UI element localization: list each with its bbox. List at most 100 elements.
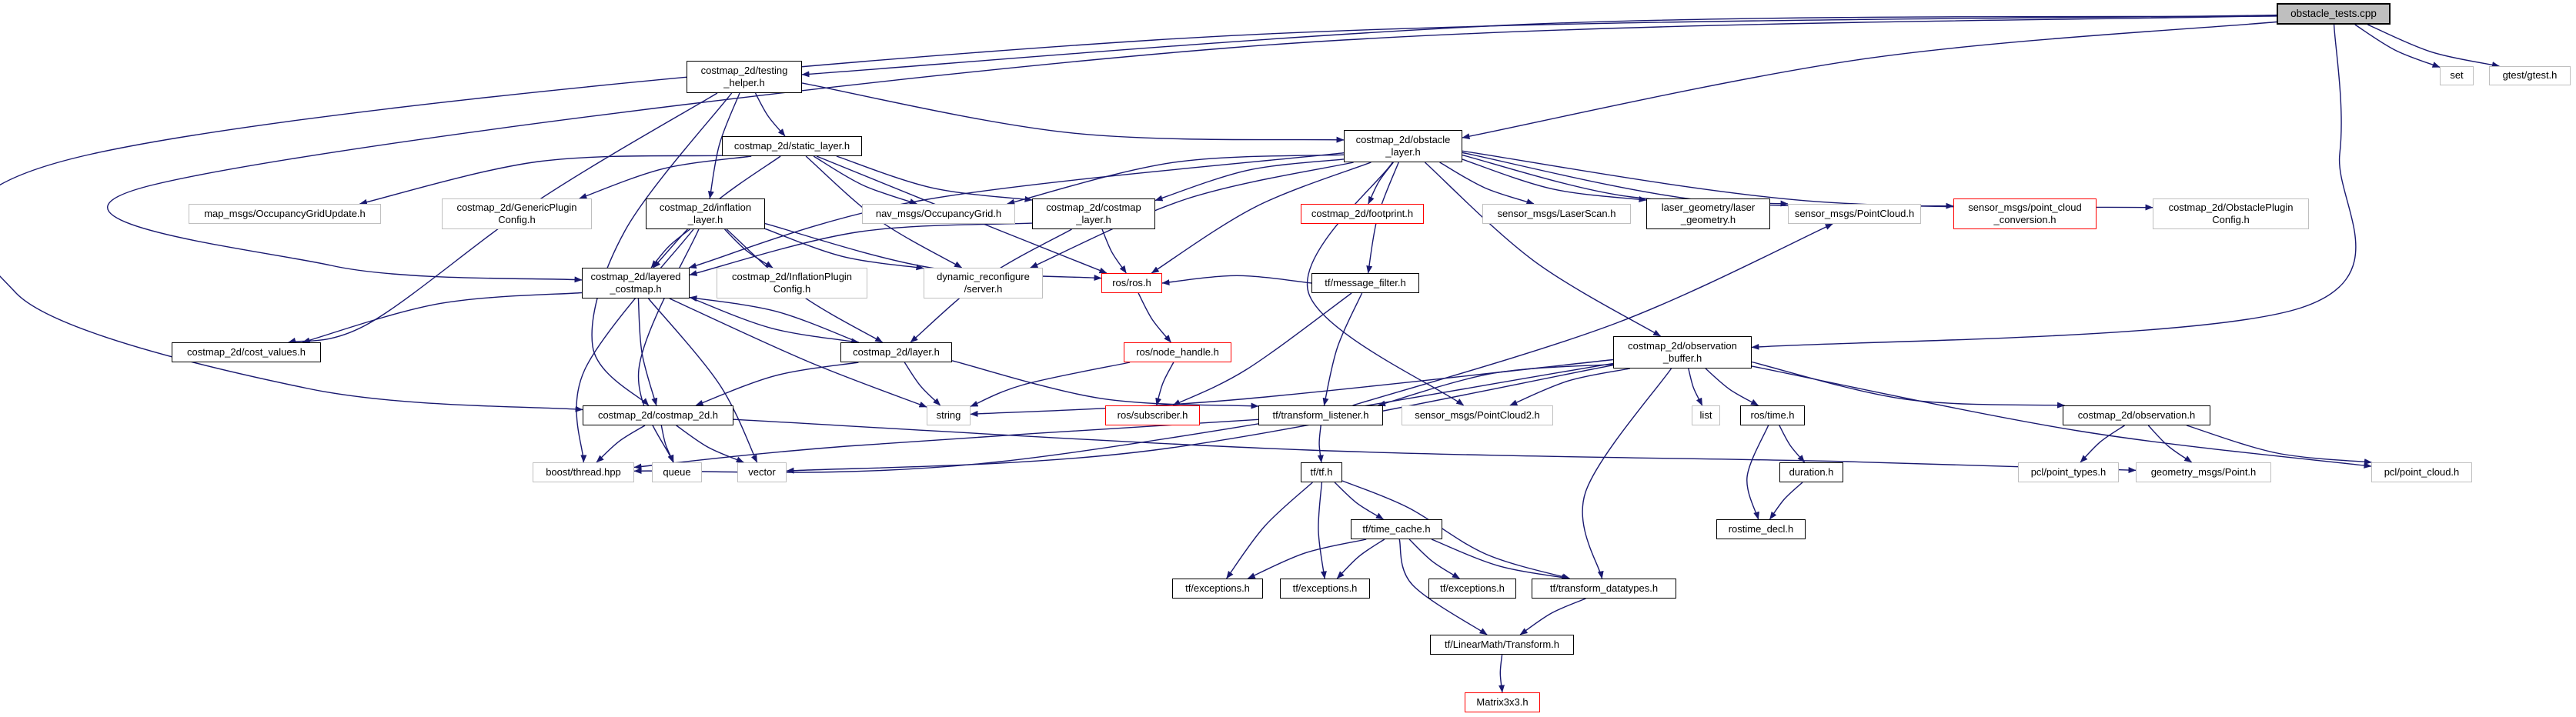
graph-edge-nodehandle-to-string bbox=[970, 362, 1131, 407]
node-rostime[interactable]: ros/time.h bbox=[1740, 405, 1805, 425]
node-obstacle[interactable]: costmap_2d/obstacle_layer.h bbox=[1344, 130, 1462, 162]
graph-edge-obstacle-to-obsbuffer bbox=[1424, 162, 1662, 337]
graph-edge-observation-to-pcltypes bbox=[2080, 425, 2125, 463]
node-layer[interactable]: costmap_2d/layer.h bbox=[840, 342, 952, 362]
node-lasergeom[interactable]: laser_geometry/laser_geometry.h bbox=[1646, 198, 1770, 229]
graph-edge-obsbuffer-to-tflistener bbox=[1378, 364, 1614, 407]
node-lintransform[interactable]: tf/LinearMath/Transform.h bbox=[1430, 635, 1574, 655]
graph-edge-obsbuffer-to-boost bbox=[633, 362, 1614, 475]
node-set: set bbox=[2440, 66, 2474, 85]
node-label-line: sensor_msgs/point_cloud bbox=[1968, 201, 2082, 213]
node-label-line: costmap_2d/footprint.h bbox=[1311, 207, 1414, 219]
node-testing[interactable]: costmap_2d/testing_helper.h bbox=[687, 61, 802, 93]
graph-edge-costmaplayer-to-layered bbox=[689, 222, 1033, 276]
graph-edge-msgfilter-to-ros bbox=[1161, 275, 1312, 286]
graph-edge-testing-to-inflation bbox=[707, 92, 740, 199]
node-label-line: sensor_msgs/PointCloud.h bbox=[1794, 207, 1915, 219]
node-label-line: _helper.h bbox=[723, 77, 765, 88]
graph-edge-tftf-to-tfdatatypes bbox=[1341, 480, 1570, 580]
node-label-line: tf/exceptions.h bbox=[1440, 582, 1505, 594]
graph-edge-obstacle-to-layered bbox=[688, 152, 1345, 269]
node-exc1[interactable]: tf/exceptions.h bbox=[1172, 579, 1263, 599]
graph-edge-obstacle-to-navmsgs bbox=[1007, 154, 1345, 205]
graph-edge-obstacle-to-dynreconf bbox=[1030, 162, 1354, 268]
node-footprint[interactable]: costmap_2d/footprint.h bbox=[1301, 204, 1424, 224]
node-label-line: Config.h bbox=[773, 283, 811, 295]
graph-edge-tflistener-to-tftf bbox=[1317, 425, 1324, 463]
node-rostimedecl[interactable]: rostime_decl.h bbox=[1716, 519, 1806, 539]
node-matrix[interactable]: Matrix3x3.h bbox=[1465, 692, 1540, 712]
node-exc2[interactable]: tf/exceptions.h bbox=[1280, 579, 1370, 599]
graph-edge-main-to-gtest bbox=[2367, 24, 2500, 68]
graph-edge-rostime-to-rostimedecl bbox=[1746, 425, 1769, 520]
node-label-line: costmap_2d/costmap bbox=[1046, 201, 1141, 213]
node-label-line: _geometry.h bbox=[1680, 214, 1736, 225]
node-label-line: costmap_2d/layered bbox=[590, 270, 681, 282]
node-label-line: _layer.h bbox=[687, 214, 723, 225]
graph-edge-layer-to-layered bbox=[689, 295, 859, 343]
node-label-line: Config.h bbox=[2212, 214, 2250, 225]
graph-edge-inflation-to-boost bbox=[576, 228, 694, 463]
node-geompoint: geometry_msgs/Point.h bbox=[2136, 462, 2271, 482]
graph-edge-timecache-to-tfdatatypes bbox=[1431, 539, 1569, 581]
node-label-line: costmap_2d/observation bbox=[1628, 339, 1737, 352]
node-mapmsgs: map_msgs/OccupancyGridUpdate.h bbox=[189, 204, 381, 224]
graph-edge-obstacle-to-pointcloud2 bbox=[1306, 162, 1465, 406]
graph-edge-layer-to-tflistener bbox=[951, 360, 1259, 409]
node-costvalues[interactable]: costmap_2d/cost_values.h bbox=[172, 342, 321, 362]
node-label-line: _costmap.h bbox=[610, 283, 662, 295]
graph-edge-main-to-layered bbox=[107, 15, 2277, 283]
node-observation[interactable]: costmap_2d/observation.h bbox=[2063, 405, 2210, 425]
graph-edge-msgfilter-to-tflistener bbox=[1322, 292, 1363, 406]
node-label-line: sensor_msgs/PointCloud2.h bbox=[1415, 409, 1540, 421]
node-layered[interactable]: costmap_2d/layered_costmap.h bbox=[582, 268, 690, 298]
graph-edge-obsbuffer-to-observation bbox=[1751, 361, 2065, 409]
node-queue: queue bbox=[652, 462, 702, 482]
node-label-line: ros/ros.h bbox=[1112, 276, 1151, 288]
node-exc3[interactable]: tf/exceptions.h bbox=[1428, 579, 1516, 599]
graph-edge-tfdatatypes-to-lintransform bbox=[1519, 598, 1586, 635]
node-pcconv[interactable]: sensor_msgs/point_cloud_conversion.h bbox=[1953, 198, 2097, 229]
graph-edge-layered-to-vector bbox=[647, 298, 758, 463]
node-msgfilter[interactable]: tf/message_filter.h bbox=[1311, 273, 1419, 293]
graph-edge-obsbuffer-to-tfdatatypes bbox=[1582, 368, 1672, 579]
node-ros[interactable]: ros/ros.h bbox=[1101, 273, 1162, 293]
node-tfdatatypes[interactable]: tf/transform_datatypes.h bbox=[1532, 579, 1676, 599]
node-label-line: costmap_2d/GenericPlugin bbox=[456, 201, 577, 213]
node-duration[interactable]: duration.h bbox=[1779, 462, 1843, 482]
graph-edge-layered-to-layer bbox=[689, 296, 860, 345]
graph-edge-observation-to-pclcloud bbox=[2186, 425, 2372, 465]
node-costmap2d[interactable]: costmap_2d/costmap_2d.h bbox=[583, 405, 733, 425]
node-label-line: vector bbox=[748, 465, 776, 478]
node-obsbuffer[interactable]: costmap_2d/observation_buffer.h bbox=[1613, 336, 1752, 369]
graph-edge-static-to-costmaplayer bbox=[836, 155, 1033, 202]
node-boost: boost/thread.hpp bbox=[533, 462, 634, 482]
node-label-line: costmap_2d/testing bbox=[700, 64, 788, 76]
node-tflistener[interactable]: tf/transform_listener.h bbox=[1258, 405, 1383, 425]
node-label-line: costmap_2d/cost_values.h bbox=[187, 345, 306, 358]
node-inflation[interactable]: costmap_2d/inflation_layer.h bbox=[646, 198, 765, 229]
node-main[interactable]: obstacle_tests.cpp bbox=[2277, 3, 2391, 25]
graph-edge-layered-to-costvalues bbox=[302, 292, 583, 344]
graph-edge-inflation-to-layered bbox=[650, 228, 690, 268]
node-label-line: dynamic_reconfigure bbox=[937, 270, 1030, 282]
graph-edge-obstacle-to-laserscan bbox=[1439, 162, 1535, 205]
node-timecache[interactable]: tf/time_cache.h bbox=[1351, 519, 1442, 539]
node-nodehandle[interactable]: ros/node_handle.h bbox=[1124, 342, 1231, 362]
node-costmaplayer[interactable]: costmap_2d/costmap_layer.h bbox=[1032, 198, 1155, 229]
node-label-line: costmap_2d/observation.h bbox=[2077, 409, 2196, 421]
node-label-line: costmap_2d/layer.h bbox=[853, 345, 940, 358]
graph-edge-costmap2d-to-geompoint bbox=[733, 419, 2137, 474]
graph-edge-obstacle-to-costmaplayer bbox=[1154, 158, 1345, 202]
node-subscriber[interactable]: ros/subscriber.h bbox=[1105, 405, 1200, 425]
graph-edge-main-to-obstacle bbox=[1462, 21, 2277, 140]
node-tftf[interactable]: tf/tf.h bbox=[1301, 462, 1342, 482]
node-gtest: gtest/gtest.h bbox=[2489, 66, 2571, 85]
node-pointcloud2: sensor_msgs/PointCloud2.h bbox=[1402, 405, 1553, 425]
node-static[interactable]: costmap_2d/static_layer.h bbox=[722, 136, 862, 156]
graph-edge-layer-to-string bbox=[904, 362, 941, 406]
